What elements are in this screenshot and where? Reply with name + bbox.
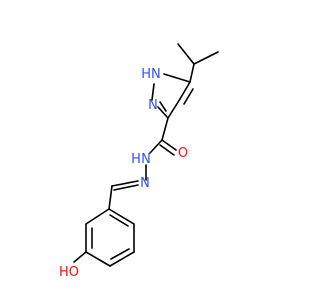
bond-benz-4-double (110, 248, 130, 260)
bond-isopropyl-methyl-right (193, 51, 219, 65)
bond-ring-c4-c5-double (183, 88, 194, 105)
atom-label-ring-n: N (148, 98, 158, 113)
bond-benz-3 (85, 251, 111, 267)
bond-carbonyl-n (149, 139, 163, 154)
bond-carbonyl-o (161, 139, 177, 151)
bond-ring-n1-n2 (151, 83, 155, 101)
bond-ch-ring (108, 185, 113, 210)
bond-benz-6-double (109, 214, 129, 227)
bond-ring-c4-c5 (179, 81, 191, 100)
atom-label-hydroxyl: HO (59, 265, 79, 280)
bond-ring-c3-c4 (167, 98, 181, 119)
bond-benz-oh (73, 251, 87, 263)
atom-label-carbonyl-o: O (178, 146, 188, 161)
molecule-structure: HN N O N H N HO (0, 0, 300, 300)
bond-ring-c5-n1 (163, 73, 191, 83)
bond-isopropyl-methyl-left (177, 43, 195, 65)
atom-label-amide-n: N (141, 152, 151, 167)
bond-ring-n2-c3 (157, 106, 169, 119)
bond-n-ch (111, 180, 139, 187)
bond-n-ch-double (113, 184, 139, 191)
bond-c3-carbonyl (161, 117, 169, 141)
bond-benz-1 (85, 208, 110, 225)
bond-carbonyl-o-double (159, 144, 175, 156)
atom-label-imine-n: N (140, 176, 150, 191)
atom-label-amide-h: H (131, 152, 141, 167)
bond-isopropyl-to-ring (189, 63, 195, 83)
molecule-canvas: HN N O N H N HO (0, 0, 300, 300)
atom-label-nh: HN (141, 67, 161, 82)
bond-ring-n2-c3-double (159, 101, 167, 112)
bond-benz-6 (108, 208, 135, 225)
background (0, 0, 300, 300)
bond-benz-4 (109, 251, 135, 267)
